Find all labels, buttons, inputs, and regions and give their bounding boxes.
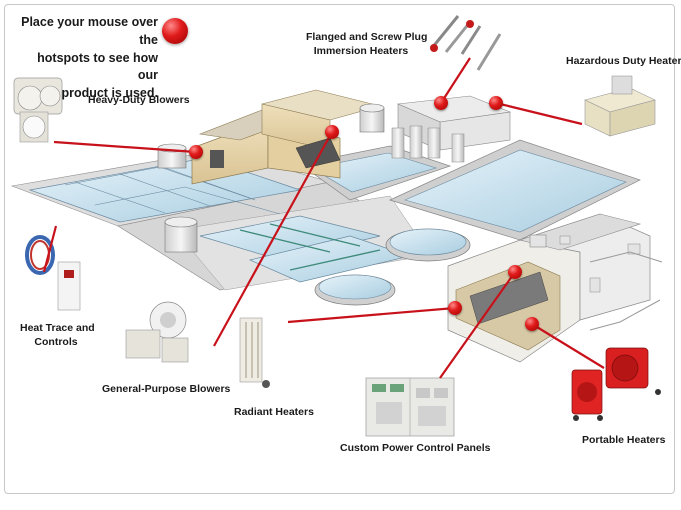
general-purpose-blowers-image bbox=[125, 301, 189, 363]
hazardous-duty-heaters-image bbox=[584, 75, 656, 137]
instruction-line-1: Place your mouse over the bbox=[21, 15, 158, 47]
instruction-text: Place your mouse over the hotspots to se… bbox=[16, 14, 158, 103]
portable-heaters-image bbox=[571, 347, 661, 421]
heavy-duty-blowers-image bbox=[13, 77, 63, 143]
label-heavy-duty-blowers[interactable]: Heavy-Duty Blowers bbox=[88, 94, 190, 106]
hotspot-general-purpose-blowers[interactable] bbox=[325, 125, 339, 139]
label-power-control-panels[interactable]: Custom Power Control Panels bbox=[340, 442, 491, 454]
label-portable-heaters[interactable]: Portable Heaters bbox=[582, 434, 666, 446]
label-hazardous-duty-heaters[interactable]: Hazardous Duty Heaters bbox=[566, 55, 681, 67]
hotspot-portable-heaters[interactable] bbox=[525, 317, 539, 331]
hotspot-heavy-duty-blowers[interactable] bbox=[189, 145, 203, 159]
label-radiant-heaters[interactable]: Radiant Heaters bbox=[234, 406, 314, 418]
instruction-line-3: product is used. bbox=[61, 86, 158, 100]
power-control-panels-image bbox=[365, 377, 455, 437]
label-immersion-line-2: Immersion Heaters bbox=[313, 45, 409, 58]
label-heat-trace[interactable]: Heat Trace and Controls bbox=[20, 321, 95, 349]
immersion-heaters-image bbox=[430, 15, 502, 71]
map-frame bbox=[4, 4, 675, 494]
label-immersion-heaters[interactable]: Flanged and Screw Plug Immersion Heaters bbox=[306, 30, 428, 58]
hotspot-legend-icon bbox=[162, 18, 188, 44]
hotspot-immersion-heaters[interactable] bbox=[434, 96, 448, 110]
instruction-line-2: hotspots to see how our bbox=[37, 50, 158, 83]
leader-lines bbox=[42, 57, 605, 379]
radiant-heaters-image bbox=[239, 317, 270, 388]
label-immersion-line-1: Flanged and Screw Plug bbox=[306, 31, 428, 43]
heat-trace-image bbox=[25, 235, 81, 311]
label-general-purpose-blowers[interactable]: General-Purpose Blowers bbox=[102, 383, 231, 395]
hotspot-hazardous-duty-heaters[interactable] bbox=[489, 96, 503, 110]
label-heat-trace-line-1: Heat Trace and bbox=[20, 322, 95, 334]
label-heat-trace-line-2: Controls bbox=[34, 336, 78, 349]
hotspot-power-control-panels[interactable] bbox=[508, 265, 522, 279]
hotspot-radiant-heaters[interactable] bbox=[448, 301, 462, 315]
